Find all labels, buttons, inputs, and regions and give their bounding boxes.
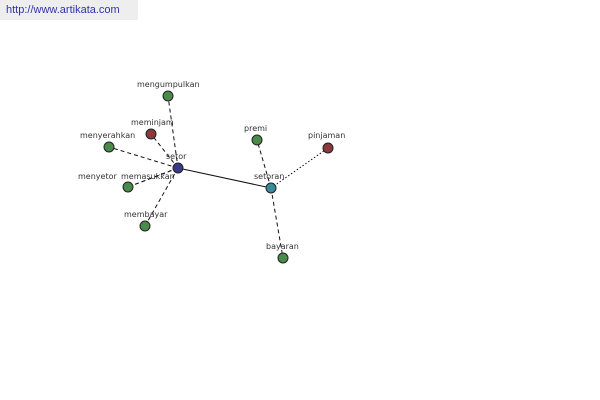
- node-label-membayar: membayar: [124, 210, 168, 219]
- edge-setor-mengumpulkan: [167, 95, 179, 169]
- edge-setor-meminjam: [150, 133, 179, 169]
- node-label-setoran: setoran: [254, 172, 284, 181]
- node-pinjaman[interactable]: [322, 142, 334, 154]
- node-label-mengumpulkan: mengumpulkan: [137, 80, 200, 89]
- node-label-menyerahkan: menyerahkan: [80, 131, 135, 140]
- node-label-memasukkan: memasukkan: [121, 172, 175, 181]
- graph-labels: setor setoran mengumpulkan meminjam menyerah…: [78, 80, 345, 251]
- edge-setoran-premi: [256, 139, 272, 189]
- edge-setor-menyerahkan: [108, 146, 179, 169]
- node-menyerahkan[interactable]: [103, 141, 115, 153]
- node-bayaran[interactable]: [277, 252, 289, 264]
- node-membayar[interactable]: [139, 220, 151, 232]
- node-premi[interactable]: [251, 134, 263, 146]
- graph-edges: [108, 95, 329, 259]
- node-label-meminjam: meminjam: [131, 118, 174, 127]
- node-mengumpulkan[interactable]: [162, 90, 174, 102]
- node-label-menyetor: menyetor: [78, 172, 117, 181]
- edge-setor-memasukkan: [127, 167, 179, 188]
- node-label-bayaran: bayaran: [266, 242, 299, 251]
- node-menyetor[interactable]: [122, 181, 134, 193]
- node-label-premi: premi: [244, 124, 267, 133]
- edge-setor-setoran: [177, 167, 272, 189]
- node-setor[interactable]: [172, 162, 184, 174]
- url-bar: http://www.artikata.com: [0, 0, 138, 20]
- node-label-setor: setor: [166, 152, 187, 161]
- node-label-pinjaman: pinjaman: [308, 131, 345, 140]
- edge-setoran-bayaran: [270, 187, 284, 259]
- edge-setoran-pinjaman: [270, 147, 329, 189]
- site-url-link[interactable]: http://www.artikata.com: [6, 4, 120, 16]
- node-setoran[interactable]: [265, 182, 277, 194]
- node-meminjam[interactable]: [145, 128, 157, 140]
- graph-nodes: [103, 90, 334, 264]
